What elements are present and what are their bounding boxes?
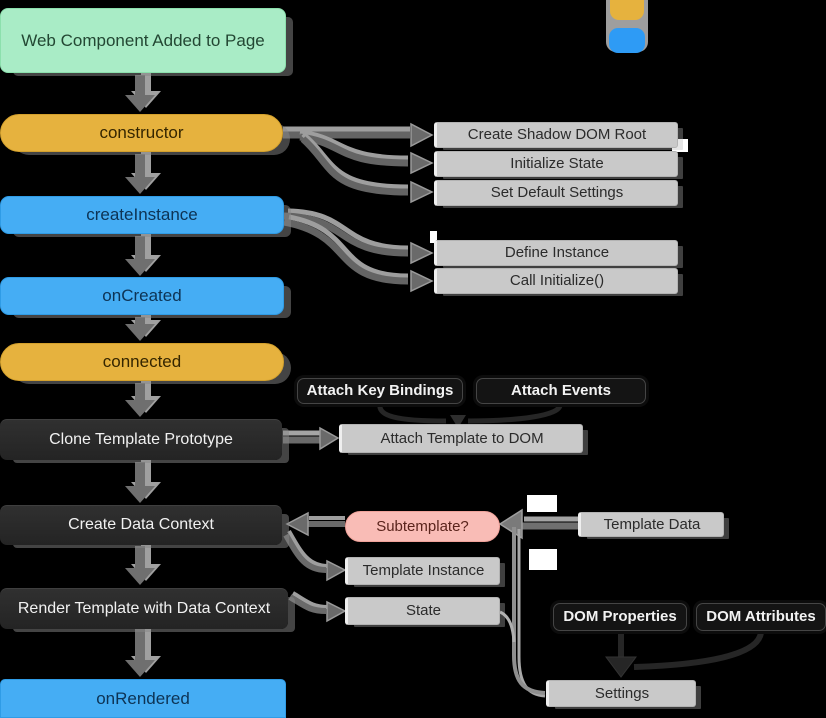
node-oncreated: onCreated: [0, 277, 284, 315]
node-initialize-state: Initialize State: [434, 151, 678, 177]
edge-label: [529, 549, 557, 570]
node-web-component-added: Web Component Added to Page: [0, 8, 286, 73]
arrows-dom-settings: [618, 630, 764, 670]
arrowhead-settings: [605, 656, 637, 678]
node-label: Attach Key Bindings: [306, 382, 454, 400]
node-template-data: Template Data: [578, 512, 724, 537]
node-create-shadow-dom-root: Create Shadow DOM Root: [434, 122, 678, 148]
node-label: Template Instance: [362, 562, 485, 580]
arrow-connected-clonetemplate: [125, 379, 161, 417]
node-label: State: [405, 602, 442, 620]
node-clone-template-prototype: Clone Template Prototype: [0, 419, 282, 460]
arrow-createinstance-oncreated: [125, 232, 161, 276]
node-create-data-context: Create Data Context: [0, 505, 282, 545]
wire-junction-settings: [499, 527, 546, 698]
arrow-subtemplate-createdatacontext: [285, 511, 345, 537]
arrows-context-items: [283, 530, 347, 623]
node-label: Call Initialize(): [509, 272, 605, 290]
node-attach-template-to-dom: Attach Template to DOM: [339, 424, 583, 453]
node-label: onCreated: [102, 286, 182, 306]
node-label: Subtemplate?: [376, 517, 469, 535]
legend-blue-swatch: [609, 28, 645, 53]
node-attach-events: Attach Events: [476, 378, 646, 404]
node-label: DOM Properties: [563, 608, 677, 626]
arrow-templatedata-subtemplate: [498, 508, 578, 540]
node-label: Attach Template to DOM: [380, 429, 544, 447]
node-call-initialize: Call Initialize(): [434, 268, 678, 294]
node-attach-key-bindings: Attach Key Bindings: [297, 378, 463, 404]
node-label: onRendered: [96, 688, 190, 708]
node-createinstance: createInstance: [0, 196, 284, 234]
node-label: Settings: [594, 684, 650, 702]
node-label: Set Default Settings: [490, 184, 624, 202]
arrow-rendertemplate-onrendered: [125, 625, 161, 677]
node-label: Define Instance: [504, 244, 610, 262]
arrow-oncreated-connected: [125, 313, 161, 341]
node-label: Template Data: [603, 515, 701, 533]
node-subtemplate-decision: Subtemplate?: [345, 511, 500, 542]
arrow-clonetemplate-attachtemplate: [283, 426, 340, 451]
legend-label-blue: [656, 31, 806, 49]
node-label: Initialize State: [510, 155, 604, 173]
node-label: constructor: [99, 123, 184, 143]
node-label: Attach Events: [510, 382, 612, 400]
node-state: State: [345, 597, 500, 625]
arrow-createdatacontext-rendertemplate: [125, 542, 161, 585]
node-label: createInstance: [86, 205, 198, 225]
node-template-instance: Template Instance: [345, 557, 500, 585]
arrow-constructor-createinstance: [125, 150, 161, 194]
node-dom-properties: DOM Properties: [553, 603, 687, 631]
node-label: Render Template with Data Context: [17, 599, 271, 617]
node-settings: Settings: [546, 680, 696, 707]
node-define-instance: Define Instance: [434, 240, 678, 266]
arrows-createinstance-tasks: [283, 208, 434, 293]
arrow-clonetemplate-createdatacontext: [125, 458, 161, 503]
arrows-attach-labels: [377, 403, 563, 424]
node-label: Create Data Context: [68, 516, 214, 534]
legend-yellow-swatch: [610, 0, 644, 20]
node-onrendered: onRendered: [0, 679, 286, 718]
arrowhead-attachtemplate: [450, 415, 466, 428]
node-label: Clone Template Prototype: [49, 430, 233, 448]
node-dom-attributes: DOM Attributes: [696, 603, 826, 631]
node-connected: connected: [0, 343, 284, 381]
legend-label-yellow: [656, 2, 806, 20]
node-constructor: constructor: [0, 114, 283, 152]
node-label: DOM Attributes: [706, 608, 816, 626]
edge-label: [430, 231, 437, 243]
node-label: connected: [102, 352, 182, 372]
node-set-default-settings: Set Default Settings: [434, 180, 678, 206]
node-render-template: Render Template with Data Context: [0, 588, 288, 629]
node-label: Web Component Added to Page: [21, 30, 265, 50]
edge-label: [527, 495, 557, 512]
arrow-start-constructor: [125, 71, 161, 112]
arrows-constructor-tasks: [283, 122, 434, 204]
node-label: Create Shadow DOM Root: [467, 126, 647, 144]
